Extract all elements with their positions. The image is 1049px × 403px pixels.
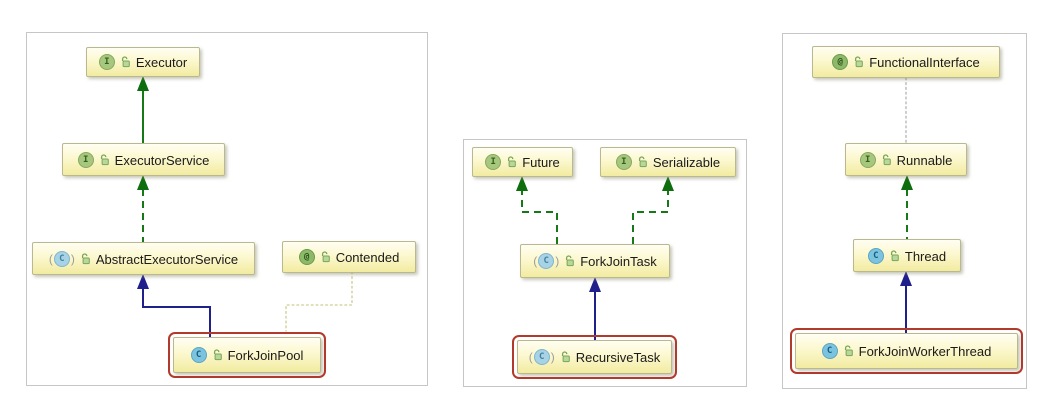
annotation-icon: @ xyxy=(298,249,315,265)
abstract-class-icon: C xyxy=(53,250,70,267)
unlock-icon xyxy=(881,153,892,166)
unlock-icon xyxy=(99,153,110,166)
class-name-label: FunctionalInterface xyxy=(869,55,980,70)
unlock-icon xyxy=(320,251,331,263)
class-name-label: ForkJoinTask xyxy=(580,254,657,269)
unlock-icon xyxy=(853,56,864,68)
class-name-label: ExecutorService xyxy=(114,152,210,168)
class-name-label: ForkJoinWorkerThread xyxy=(858,344,992,359)
class-node-runnable[interactable]: I Runnable xyxy=(845,143,967,176)
class-name-label: Future xyxy=(522,155,560,170)
class-icon: C xyxy=(867,247,884,264)
abstract-class-icon: C xyxy=(538,253,555,269)
interface-icon: I xyxy=(859,151,876,168)
interface-icon: I xyxy=(98,54,115,70)
interface-icon: I xyxy=(77,151,94,168)
unlock-icon xyxy=(212,349,223,361)
class-node-executor[interactable]: I Executor xyxy=(86,47,200,77)
class-node-future[interactable]: I Future xyxy=(472,147,573,177)
diagram-panel-forkjoinworkerthread xyxy=(782,33,1027,389)
class-node-contended[interactable]: @ Contended xyxy=(282,241,416,273)
interface-icon: I xyxy=(615,154,632,170)
class-name-label: Runnable xyxy=(896,152,953,168)
class-name-label: ForkJoinPool xyxy=(227,348,304,363)
diagram-panel-forkjoinpool xyxy=(26,32,428,386)
unlock-icon xyxy=(637,156,648,168)
unlock-icon xyxy=(564,255,575,267)
class-icon: C xyxy=(821,343,838,359)
unlock-icon xyxy=(889,249,900,262)
unlock-icon xyxy=(506,156,517,168)
class-name-label: RecursiveTask xyxy=(575,350,661,365)
class-icon: C xyxy=(190,347,207,363)
class-node-forkjoinworkerthread[interactable]: C ForkJoinWorkerThread xyxy=(790,328,1023,374)
unlock-icon xyxy=(560,351,571,363)
class-node-recursivetask[interactable]: C RecursiveTask xyxy=(512,335,677,379)
class-node-serializable[interactable]: I Serializable xyxy=(600,147,736,177)
class-node-forkjointask[interactable]: C ForkJoinTask xyxy=(520,244,670,278)
class-name-label: Executor xyxy=(135,55,188,70)
class-node-functionalinterface[interactable]: @ FunctionalInterface xyxy=(812,46,1000,78)
class-node-thread[interactable]: C Thread xyxy=(853,239,961,272)
class-name-label: Serializable xyxy=(652,155,721,170)
annotation-icon: @ xyxy=(832,54,849,70)
unlock-icon xyxy=(120,56,131,68)
interface-icon: I xyxy=(485,154,502,170)
unlock-icon xyxy=(80,252,91,265)
class-node-abstractexecutorservice[interactable]: C AbstractExecutorService xyxy=(32,242,255,275)
class-node-forkjoinpool[interactable]: C ForkJoinPool xyxy=(168,332,326,378)
class-name-label: Contended xyxy=(335,250,400,265)
abstract-class-icon: C xyxy=(533,349,550,365)
class-name-label: Thread xyxy=(904,248,947,264)
class-name-label: AbstractExecutorService xyxy=(95,251,239,267)
class-node-executorservice[interactable]: I ExecutorService xyxy=(62,143,225,176)
unlock-icon xyxy=(843,345,854,357)
